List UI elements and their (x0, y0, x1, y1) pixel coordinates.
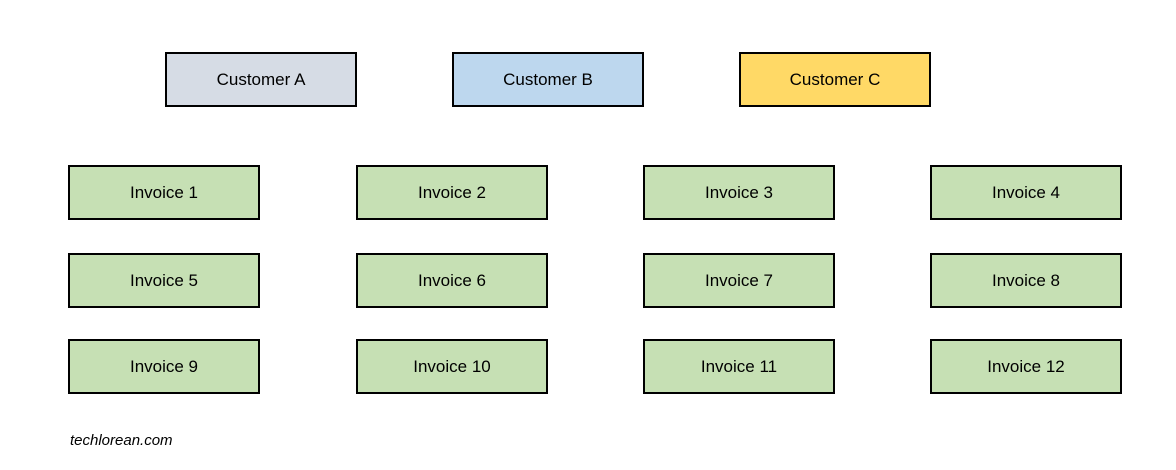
invoice-1-label: Invoice 1 (129, 182, 199, 202)
invoice-2-label: Invoice 2 (417, 182, 487, 202)
invoice-1-box: Invoice 1 (68, 165, 260, 220)
invoice-2-box: Invoice 2 (356, 165, 548, 220)
customer-c-label: Customer C (789, 69, 881, 89)
invoice-6-label: Invoice 6 (417, 270, 487, 290)
invoice-5-box: Invoice 5 (68, 253, 260, 308)
customer-b-box: Customer B (452, 52, 644, 107)
invoice-12-box: Invoice 12 (930, 339, 1122, 394)
invoice-5-label: Invoice 5 (129, 270, 199, 290)
invoice-4-box: Invoice 4 (930, 165, 1122, 220)
invoice-4-label: Invoice 4 (991, 182, 1061, 202)
customer-c-box: Customer C (739, 52, 931, 107)
invoice-9-box: Invoice 9 (68, 339, 260, 394)
invoice-9-label: Invoice 9 (129, 356, 199, 376)
customer-a-box: Customer A (165, 52, 357, 107)
invoice-12-label: Invoice 12 (987, 356, 1065, 376)
invoice-8-box: Invoice 8 (930, 253, 1122, 308)
invoice-6-box: Invoice 6 (356, 253, 548, 308)
watermark-text: techlorean.com (70, 432, 173, 449)
invoice-7-label: Invoice 7 (704, 270, 774, 290)
invoice-3-box: Invoice 3 (643, 165, 835, 220)
invoice-11-box: Invoice 11 (643, 339, 835, 394)
invoice-3-label: Invoice 3 (704, 182, 774, 202)
customer-a-label: Customer A (216, 69, 306, 89)
invoice-11-label: Invoice 11 (700, 356, 778, 376)
invoice-7-box: Invoice 7 (643, 253, 835, 308)
invoice-10-box: Invoice 10 (356, 339, 548, 394)
customer-b-label: Customer B (503, 69, 593, 89)
invoice-10-label: Invoice 10 (413, 356, 491, 376)
invoice-8-label: Invoice 8 (991, 270, 1061, 290)
